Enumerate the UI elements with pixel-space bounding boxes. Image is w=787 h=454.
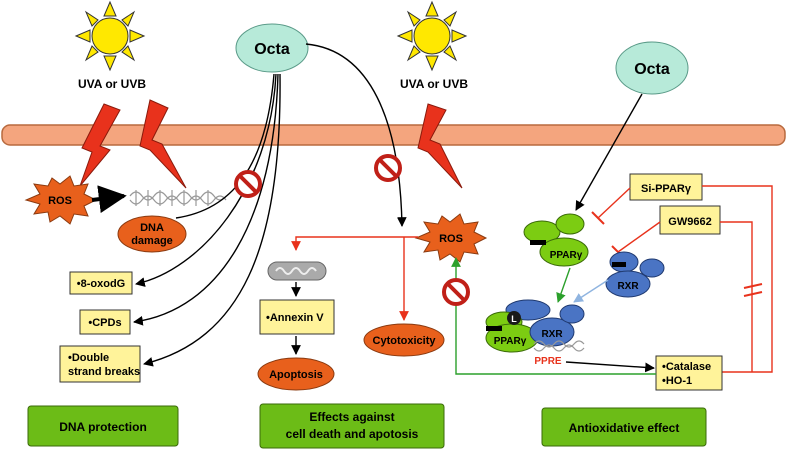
uv-label-left: UVA or UVB xyxy=(78,77,146,91)
ho1-label: •HO-1 xyxy=(662,375,692,387)
sun-icon-right xyxy=(396,0,468,72)
cpds-label: •CPDs xyxy=(88,317,121,329)
footer-dna-label: DNA protection xyxy=(59,420,147,434)
oxodg-label: •8-oxodG xyxy=(77,278,125,290)
catalase-label: •Catalase xyxy=(662,361,711,373)
dsb-label-1: •Double xyxy=(68,352,109,364)
lightning-icon-left-1 xyxy=(79,103,121,187)
si-ppar-box xyxy=(629,173,703,201)
ppar-bound-label: PPARγ xyxy=(494,336,527,347)
ppar-label: PPARγ xyxy=(550,250,583,261)
gw9662-box xyxy=(659,205,721,235)
dna-damage-label-1: DNA xyxy=(140,222,164,234)
lightning-icon-left-2 xyxy=(139,99,187,189)
ppar-rxr-complex xyxy=(485,299,585,353)
rxr-bound-label: RXR xyxy=(541,329,563,340)
apoptosis-label: Apoptosis xyxy=(269,369,323,381)
footer-antioxidative xyxy=(541,407,707,447)
inhibition-icon-right xyxy=(442,278,470,306)
rxr-to-complex-arrow xyxy=(573,279,609,303)
octa-to-ros-arrow xyxy=(305,43,407,227)
rxr-protein xyxy=(605,251,665,298)
footer-antiox-label: Antioxidative effect xyxy=(569,421,680,435)
si-ppar-to-genes-line xyxy=(702,185,773,373)
cpds-box xyxy=(79,309,131,335)
annexin-label: •Annexin V xyxy=(266,312,324,324)
octa-to-dsb-arrow xyxy=(143,73,281,367)
si-ppar-inhibit-line xyxy=(597,187,631,219)
mitochondrion-icon xyxy=(267,261,327,281)
complex-to-genes-arrow xyxy=(565,361,655,373)
ppre-label: PPRE xyxy=(534,356,562,367)
catalase-box xyxy=(655,355,723,391)
sun-icon-left xyxy=(74,0,146,72)
inhibition-icon-middle xyxy=(374,154,402,182)
cytotoxicity-label: Cytotoxicity xyxy=(373,335,437,347)
octa-label-right: Octa xyxy=(634,61,670,78)
ppar-protein xyxy=(523,213,589,267)
si-ppar-label: Si-PPARγ xyxy=(641,183,692,195)
ros-to-dna-arrow xyxy=(91,185,127,214)
inhibition-icon-left xyxy=(234,170,262,198)
ros-label-left: ROS xyxy=(48,195,72,207)
ligand-label: L xyxy=(511,314,517,324)
dna-strand-icon xyxy=(129,190,227,206)
ros-label-right: ROS xyxy=(439,233,463,245)
gw9662-inhibit-line xyxy=(617,221,661,253)
footer-cell-death xyxy=(259,403,445,449)
dsb-box xyxy=(59,345,141,383)
gw9662-label: GW9662 xyxy=(668,216,711,228)
octa-left xyxy=(235,23,309,73)
oxodg-box xyxy=(69,271,133,295)
octa-to-oxodg-arrow xyxy=(135,73,277,287)
lightning-icon-right xyxy=(417,103,463,189)
ppar-to-complex-arrow xyxy=(556,267,571,303)
octa-to-cpds-arrow xyxy=(133,73,279,326)
rxr-label: RXR xyxy=(617,281,639,292)
annexin-box xyxy=(259,299,335,335)
dna-strand-icon-right xyxy=(533,340,585,352)
octa-label-left: Octa xyxy=(254,41,290,58)
cell-membrane xyxy=(1,124,786,146)
cytotoxicity-oval xyxy=(363,323,445,357)
uv-label-right: UVA or UVB xyxy=(400,77,468,91)
gw9662-to-genes-line xyxy=(720,221,753,372)
apoptosis-oval xyxy=(257,357,335,391)
ros-to-mito-line xyxy=(291,236,418,251)
footer-death-label-2: cell death and apotosis xyxy=(286,427,419,441)
octa-right xyxy=(615,41,689,95)
footer-death-label-1: Effects against xyxy=(309,410,394,424)
dna-damage-label-2: damage xyxy=(131,235,173,247)
ros-burst-left xyxy=(24,175,98,225)
dsb-label-2: strand breaks xyxy=(68,366,140,378)
dna-damage-oval xyxy=(117,215,187,253)
footer-dna-protection xyxy=(27,405,179,447)
octa-to-ppar-arrow xyxy=(575,93,643,211)
